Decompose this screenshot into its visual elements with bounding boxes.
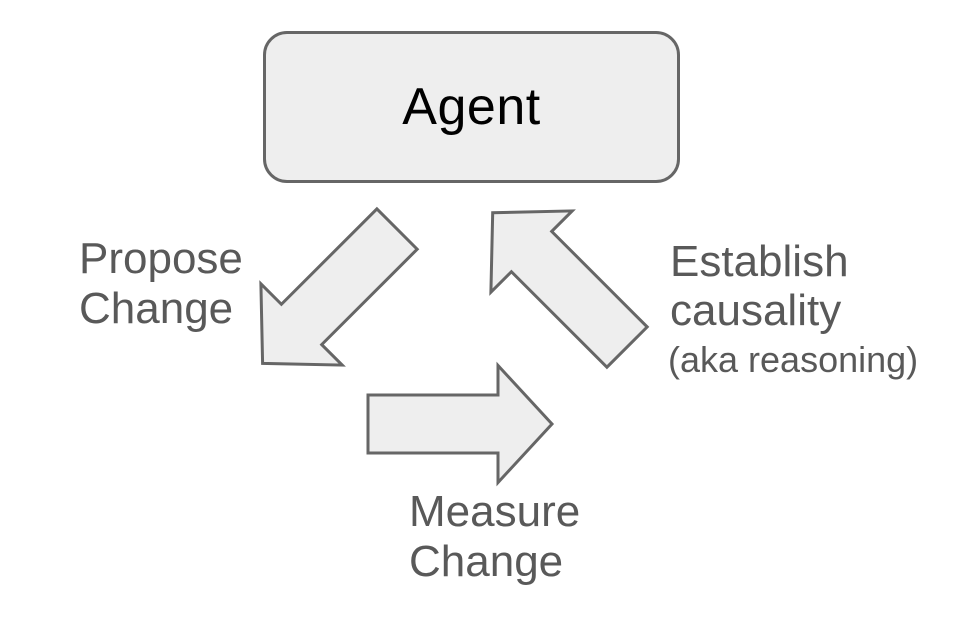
- measure-change-label: Measure Change: [409, 487, 581, 586]
- establish-causality-arrow: [489, 209, 650, 370]
- establish-causality-label: Establish causality: [670, 237, 849, 335]
- agent-node: Agent: [263, 31, 680, 183]
- measure-change-arrow: [366, 361, 555, 487]
- propose-change-label: Propose Change: [79, 234, 243, 333]
- establish-causality-sublabel: (aka reasoning): [668, 339, 919, 380]
- propose-change-arrow: [259, 206, 420, 367]
- agent-node-label: Agent: [402, 78, 541, 136]
